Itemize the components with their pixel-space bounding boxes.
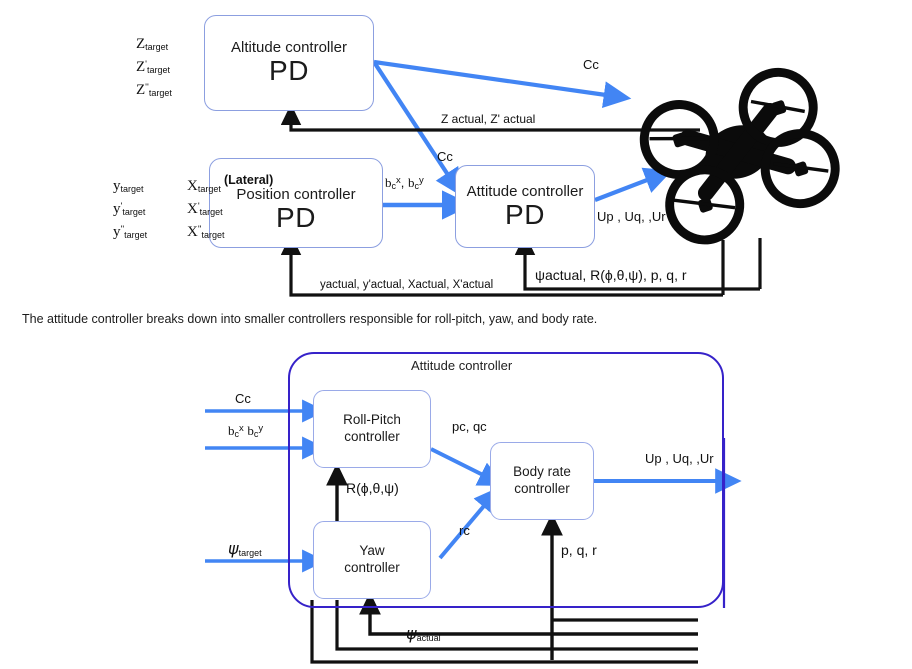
label-cc-to-drone: Cc (583, 57, 599, 72)
body-rate-controller-block[interactable]: Body rate controller (490, 442, 594, 520)
arrow-altitude-to-drone (373, 59, 632, 109)
label-lateral-feedback: yactual, y'actual, Xactual, X'actual (320, 279, 494, 291)
altitude-controller-block[interactable]: Altitude controller PD (204, 15, 374, 111)
section-caption: The attitude controller breaks down into… (22, 312, 598, 326)
attitude-controller-group (288, 352, 724, 608)
body-rate-controller-label: Body rate controller (513, 464, 571, 496)
x-target-2: X''target (187, 224, 225, 240)
label-z-feedback: Z actual, Z' actual (441, 112, 536, 126)
label-pc-qc: pc, qc (452, 419, 487, 434)
label-u-outputs-top: Up , Uq, ,Ur (597, 209, 666, 224)
label-bc-commands: bcx, bcy (385, 175, 424, 191)
label-pqr: p, q, r (561, 542, 597, 558)
label-rc: rc (459, 523, 470, 538)
yaw-controller-block[interactable]: Yaw controller (313, 521, 431, 599)
arrow-attitude-to-drone (594, 167, 673, 202)
label-cc-input-bottom: Cc (235, 391, 251, 406)
label-rotation-matrix: R(ϕ,θ,ψ) (346, 480, 399, 496)
attitude-controller-block[interactable]: Attitude controller PD (455, 165, 595, 248)
roll-pitch-controller-label: Roll-Pitch controller (343, 412, 401, 444)
attitude-controller-group-title: Attitude controller (411, 358, 513, 373)
label-attitude-feedback: ψactual, R(ϕ,θ,ψ), p, q, r (535, 267, 687, 283)
attitude-controller-law: PD (505, 198, 545, 230)
label-psi-actual: ψactual (406, 624, 441, 643)
x-target-1: X'target (187, 201, 223, 217)
position-controller-block[interactable]: (Lateral) Position controller PD (209, 158, 383, 248)
y-target-2: y''target (113, 224, 148, 240)
z-target-2: Z''target (136, 82, 172, 98)
feedback-lateral-actual (280, 233, 723, 297)
y-target-0: ytarget (113, 178, 144, 194)
altitude-controller-title: Altitude controller (231, 39, 347, 56)
label-u-outputs-bottom: Up , Uq, ,Ur (645, 451, 714, 466)
feedback-attitude-actual (514, 233, 760, 291)
position-controller-title: Position controller (236, 185, 356, 203)
attitude-controller-title: Attitude controller (466, 182, 584, 200)
label-cc-to-attitude: Cc (437, 149, 453, 164)
lateral-target-inputs: ytarget Xtarget y'target X'target y''tar… (113, 178, 225, 241)
feedback-bus-lower (310, 600, 698, 664)
arrow-altitude-to-attitude (372, 60, 463, 197)
z-target-1: Z'target (136, 59, 171, 75)
position-controller-law: PD (276, 201, 316, 233)
altitude-target-inputs: Ztarget Z'target Z''target (136, 36, 172, 99)
arrow-yaw-to-bodyrate (438, 486, 501, 560)
position-controller-sublabel: (Lateral) (224, 172, 274, 187)
x-target-0: Xtarget (187, 178, 221, 194)
roll-pitch-controller-block[interactable]: Roll-Pitch controller (313, 390, 431, 468)
label-psi-target: ψtarget (228, 539, 262, 558)
yaw-controller-label: Yaw controller (344, 543, 400, 575)
arrow-psi-actual-feedback (359, 592, 698, 636)
z-target-0: Ztarget (136, 36, 169, 52)
arrow-rollpitch-to-bodyrate (430, 447, 505, 486)
y-target-1: y'target (113, 201, 146, 217)
altitude-controller-law: PD (269, 55, 309, 86)
feedback-z-actual (280, 103, 700, 132)
label-bc-input-bottom: bcx bcy (228, 423, 264, 439)
feedback-bus-mid (335, 600, 698, 651)
